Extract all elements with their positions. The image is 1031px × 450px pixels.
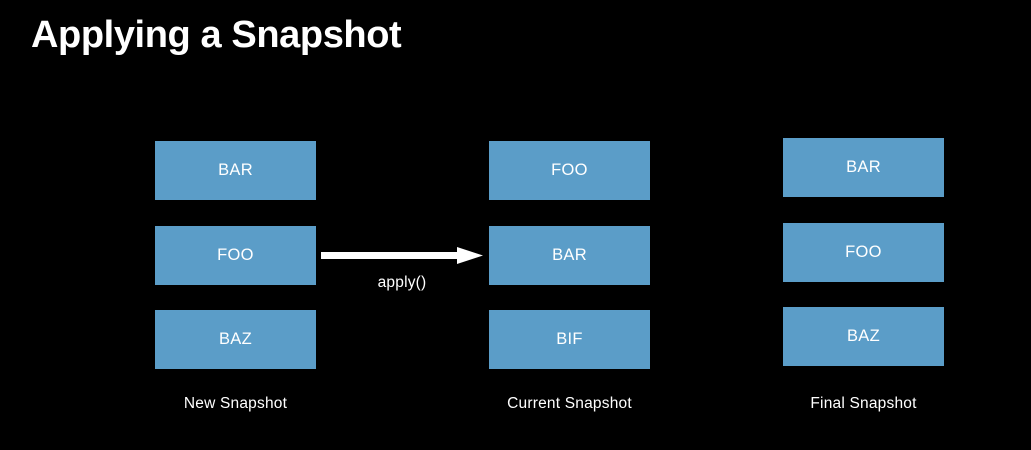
stack-box: FOO [489,141,650,200]
apply-arrow-icon [321,247,483,264]
stack-box: FOO [155,226,316,285]
stack-box: BAR [489,226,650,285]
column-caption-current: Current Snapshot [507,395,632,412]
stack-box: BAZ [783,307,944,366]
stack-box: BAR [155,141,316,200]
stack-box: BIF [489,310,650,369]
stack-box: FOO [783,223,944,282]
stack-box: BAZ [155,310,316,369]
apply-arrow-label: apply() [377,274,427,291]
column-caption-final: Final Snapshot [810,395,917,412]
page-title: Applying a Snapshot [31,14,402,56]
stack-box: BAR [783,138,944,197]
column-caption-new: New Snapshot [183,395,288,412]
